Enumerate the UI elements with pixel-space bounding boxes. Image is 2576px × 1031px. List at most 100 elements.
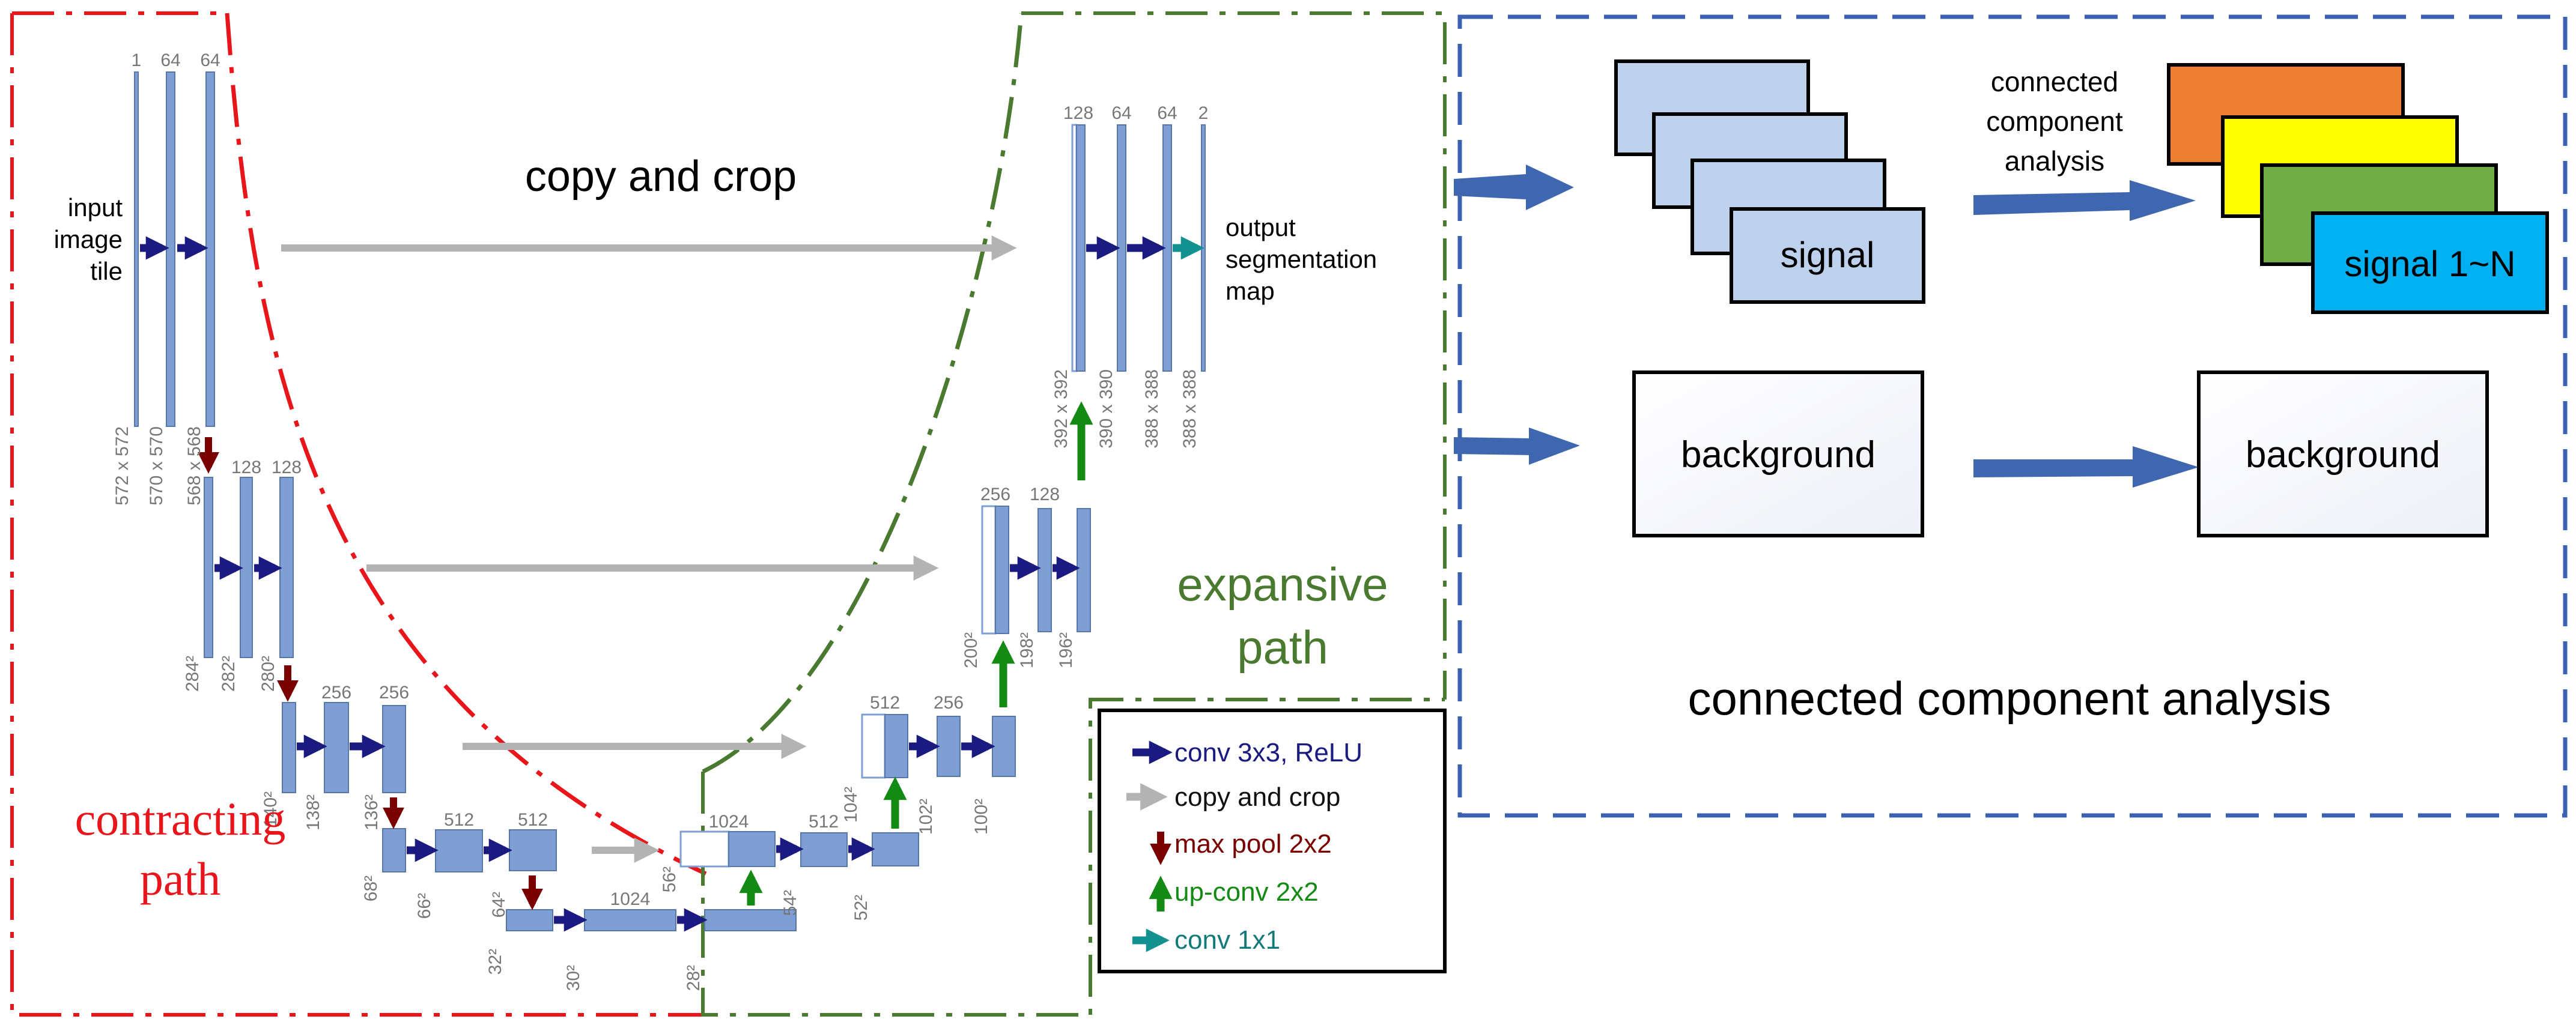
svg-text:map: map	[1226, 277, 1275, 305]
svg-text:contracting: contracting	[75, 793, 286, 845]
legend: conv 3x3, ReLU copy and crop max pool 2x…	[1098, 709, 1447, 973]
block-l2a	[204, 477, 213, 658]
unet-size-labels: 572 x 572 570 x 570 568 x 568 284² 282² …	[112, 369, 1200, 991]
signal-n-label: signal 1~N	[2344, 244, 2515, 284]
top-label: 2	[1198, 103, 1209, 123]
block-u2a	[995, 506, 1009, 634]
block-u1d	[1201, 124, 1206, 372]
svg-text:expansive: expansive	[1177, 558, 1388, 611]
block-l2b	[240, 477, 253, 658]
top-label: 256	[980, 485, 1010, 504]
svg-text:segmentation: segmentation	[1226, 245, 1377, 273]
svg-text:image: image	[54, 225, 123, 253]
size-label: 200²	[961, 632, 981, 668]
size-label: 32²	[485, 949, 505, 975]
legend-label: conv 3x3, ReLU	[1174, 738, 1362, 767]
block-u3a-copy	[861, 713, 886, 779]
block-u4a	[728, 831, 776, 867]
block-l4a	[382, 828, 406, 872]
top-label: 128	[272, 458, 302, 477]
size-label: 54²	[780, 890, 800, 916]
top-label: 1024	[709, 812, 749, 832]
size-label: 388 x 388	[1180, 369, 1200, 449]
size-label: 388 x 388	[1142, 369, 1162, 449]
conv-arrows	[140, 236, 1166, 932]
block-arrow-icon	[1973, 446, 2199, 488]
svg-text:component: component	[1986, 106, 2123, 137]
top-label: 128	[231, 458, 261, 477]
legend-label: copy and crop	[1174, 782, 1340, 812]
size-label: 104²	[841, 787, 861, 823]
svg-text:input: input	[68, 193, 123, 222]
size-label: 140²	[261, 791, 281, 827]
block-arrow-icon	[1973, 180, 2196, 221]
block-u2b	[1037, 508, 1052, 632]
size-label: 68²	[361, 875, 381, 901]
block-l4c	[509, 829, 557, 871]
block-u1c	[1162, 124, 1172, 372]
output-label: output segmentation map	[1226, 213, 1377, 305]
copy-crop-arrows	[281, 235, 1017, 863]
size-label: 100²	[971, 799, 991, 835]
svg-text:tile: tile	[90, 257, 123, 285]
top-label: 1	[132, 50, 142, 70]
upconv-arrows	[739, 401, 1093, 906]
block-u4b	[800, 832, 848, 867]
size-label: 392 x 392	[1051, 369, 1071, 449]
input-label: input image tile	[54, 193, 123, 285]
legend-label: conv 1x1	[1174, 925, 1280, 955]
unet-top-labels: 1 64 64 128 128 256 256 512 512 1024 102…	[132, 50, 1209, 909]
size-label: 390 x 390	[1096, 369, 1116, 449]
top-label: 256	[321, 683, 351, 703]
block-l3c	[382, 705, 406, 793]
svg-text:output: output	[1226, 213, 1296, 241]
size-label: 568 x 568	[184, 426, 204, 506]
svg-text:connected: connected	[1991, 66, 2118, 97]
expansive-path-region	[701, 11, 1447, 1017]
block-l5b	[584, 909, 676, 931]
cca-input-arrows	[1454, 165, 2199, 488]
top-label: 512	[870, 693, 900, 713]
size-label: 28²	[684, 965, 703, 991]
size-label: 570 x 570	[147, 426, 166, 506]
unet-blocks	[134, 71, 1206, 931]
top-label: 256	[379, 683, 409, 703]
legend-label: max pool 2x2	[1174, 829, 1332, 859]
svg-text:path: path	[140, 853, 220, 905]
maxpool-arrows	[198, 437, 543, 910]
block-u4c	[872, 832, 919, 866]
block-l1c	[205, 71, 215, 427]
block-u3c	[992, 716, 1016, 777]
block-l3b	[324, 702, 349, 793]
signal-n-stack	[2167, 63, 2549, 314]
top-label: 64	[200, 50, 220, 70]
size-label: 102²	[916, 799, 936, 835]
top-label: 512	[809, 812, 839, 832]
block-l5a	[506, 909, 553, 931]
block-l4b	[435, 829, 483, 872]
size-label: 66²	[415, 893, 434, 919]
contracting-label: contracting path	[75, 793, 286, 905]
top-label: 128	[1063, 103, 1093, 123]
size-label: 198²	[1017, 632, 1037, 668]
size-label: 136²	[362, 794, 381, 830]
size-label: 30²	[564, 965, 583, 991]
size-label: 572 x 572	[112, 426, 132, 506]
signal-stack	[1614, 59, 1925, 304]
cca-region	[1457, 14, 2568, 818]
block-u2c	[1077, 508, 1091, 632]
contracting-path-region	[10, 11, 709, 1017]
top-label: 256	[934, 693, 964, 713]
size-label: 284²	[183, 656, 202, 692]
size-label: 56²	[660, 866, 679, 892]
size-label: 64²	[489, 892, 509, 918]
signal-label: signal	[1781, 235, 1875, 275]
block-arrow-icon	[1454, 428, 1580, 465]
cca-arrow-label: connected component analysis	[1986, 66, 2123, 177]
block-u2a-copy	[981, 505, 997, 635]
top-label: 64	[1157, 103, 1177, 123]
top-label: 64	[160, 50, 180, 70]
top-label: 128	[1030, 485, 1060, 504]
background-label-in: background	[1681, 434, 1876, 476]
size-label: 196²	[1056, 632, 1076, 668]
